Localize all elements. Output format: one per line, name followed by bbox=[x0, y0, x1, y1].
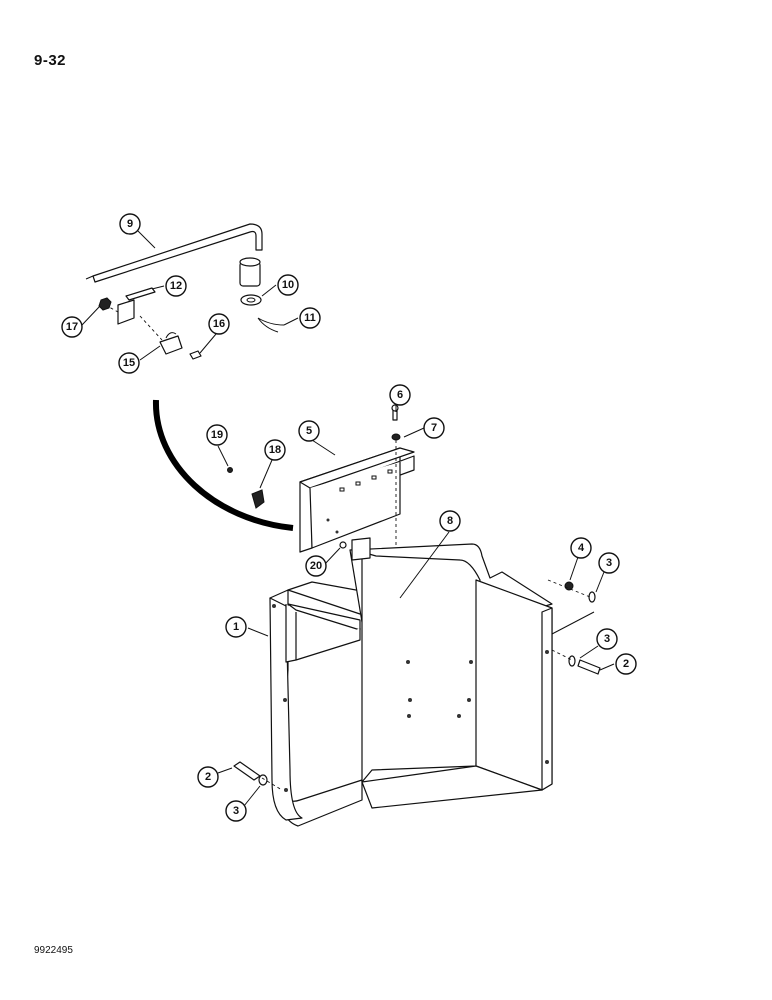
callout-9: 9 bbox=[119, 213, 141, 235]
svg-text:1: 1 bbox=[233, 621, 239, 633]
callouts: 9 12 10 11 17 15 16 6 7 5 19 18 8 20 1 4… bbox=[61, 213, 637, 822]
svg-text:20: 20 bbox=[310, 560, 322, 572]
key-part-12 bbox=[125, 287, 156, 301]
svg-text:6: 6 bbox=[397, 389, 403, 401]
callout-8: 8 bbox=[439, 510, 461, 532]
svg-text:8: 8 bbox=[447, 515, 453, 527]
svg-text:3: 3 bbox=[233, 805, 239, 817]
figure-code: 9922495 bbox=[34, 945, 73, 956]
nut-part-7 bbox=[391, 433, 401, 441]
pin-part-11 bbox=[257, 317, 285, 333]
screw-part-19 bbox=[227, 467, 233, 473]
callout-2-left: 2 bbox=[197, 766, 219, 788]
bolt-part-2-right bbox=[577, 659, 601, 675]
svg-text:5: 5 bbox=[306, 425, 312, 437]
cover-plate-slots bbox=[339, 469, 393, 492]
bracket-part bbox=[117, 299, 135, 325]
svg-text:4: 4 bbox=[578, 542, 585, 554]
washer-part-3-upper bbox=[588, 591, 596, 603]
svg-text:3: 3 bbox=[604, 633, 610, 645]
washer-part-10 bbox=[240, 294, 262, 306]
svg-text:2: 2 bbox=[205, 771, 211, 783]
callout-5: 5 bbox=[298, 420, 320, 442]
callout-17: 17 bbox=[61, 316, 83, 338]
washer-part-3-left bbox=[258, 774, 268, 786]
bolt-part-2-left bbox=[233, 761, 261, 781]
callout-3-upper: 3 bbox=[598, 552, 620, 574]
rod-part-9 bbox=[92, 223, 263, 283]
page-number: 9-32 bbox=[34, 52, 67, 69]
svg-text:18: 18 bbox=[269, 444, 281, 456]
main-panel-1 bbox=[233, 537, 601, 827]
callout-10: 10 bbox=[277, 274, 299, 296]
svg-text:7: 7 bbox=[431, 422, 437, 434]
svg-text:3: 3 bbox=[606, 557, 612, 569]
svg-text:19: 19 bbox=[211, 429, 223, 441]
cover-plate-5 bbox=[227, 404, 415, 612]
svg-text:10: 10 bbox=[282, 279, 294, 291]
callout-12: 12 bbox=[165, 275, 187, 297]
latch-part-18 bbox=[251, 489, 265, 509]
callout-2-right: 2 bbox=[615, 653, 637, 675]
callout-6: 6 bbox=[389, 384, 411, 406]
callout-1: 1 bbox=[225, 616, 247, 638]
svg-text:9: 9 bbox=[127, 218, 133, 230]
clip-part-15 bbox=[159, 335, 183, 355]
nut-part-4 bbox=[564, 581, 574, 591]
washer-part-20 bbox=[339, 541, 347, 549]
assembly-direction-arrow bbox=[152, 399, 294, 531]
svg-text:11: 11 bbox=[304, 312, 316, 324]
callout-18: 18 bbox=[264, 439, 286, 461]
callout-3-left: 3 bbox=[225, 800, 247, 822]
callout-15: 15 bbox=[118, 352, 140, 374]
leader-lines bbox=[81, 230, 615, 807]
callout-7: 7 bbox=[423, 417, 445, 439]
svg-text:17: 17 bbox=[66, 321, 78, 333]
svg-text:16: 16 bbox=[213, 318, 225, 330]
callout-4: 4 bbox=[570, 537, 592, 559]
callout-3-right: 3 bbox=[596, 628, 618, 650]
callout-19: 19 bbox=[206, 424, 228, 446]
bolt-part-16 bbox=[189, 350, 202, 360]
callout-16: 16 bbox=[208, 313, 230, 335]
svg-text:12: 12 bbox=[170, 280, 182, 292]
washer-part-3-right bbox=[568, 655, 576, 667]
callout-20: 20 bbox=[305, 555, 327, 577]
nut-part-17 bbox=[98, 297, 112, 311]
svg-text:15: 15 bbox=[123, 357, 135, 369]
svg-text:2: 2 bbox=[623, 658, 629, 670]
rod-assembly bbox=[85, 223, 285, 360]
callout-11: 11 bbox=[299, 307, 321, 329]
